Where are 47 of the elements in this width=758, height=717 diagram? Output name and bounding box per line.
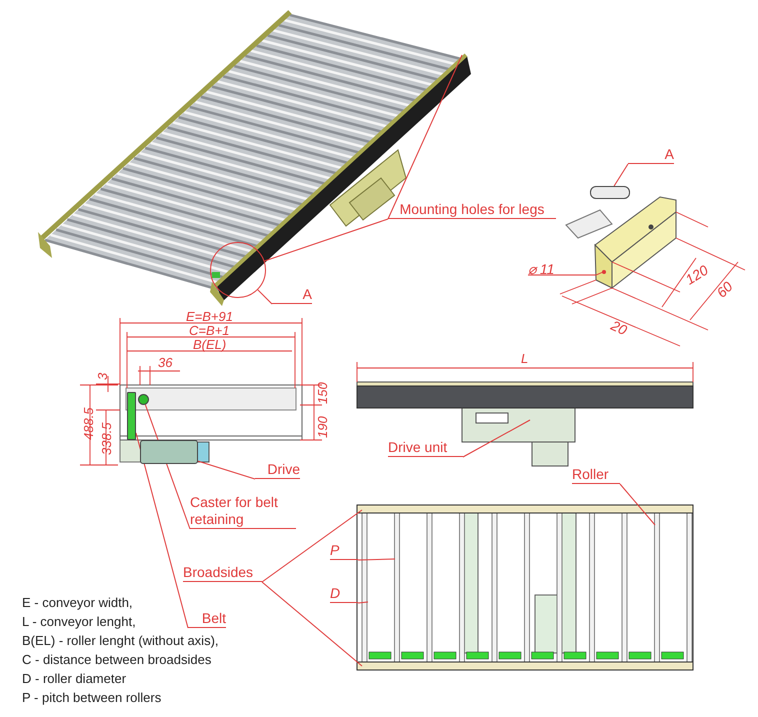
- dimension-label: 488.5: [82, 407, 95, 440]
- callout-label: Mounting holes for legs: [398, 201, 546, 218]
- callout-label: Drive: [266, 461, 300, 478]
- leader-line: [264, 218, 388, 262]
- leader-line: [388, 54, 462, 220]
- dimension-label: 338.5: [100, 422, 113, 455]
- belt: [127, 392, 136, 440]
- leader-line: [257, 289, 272, 304]
- dimension-label: 36: [158, 356, 172, 369]
- dimension-label: 150: [316, 382, 329, 404]
- leader-line: [614, 164, 628, 186]
- callout-label: Belt: [200, 610, 226, 627]
- callout-label: Roller: [572, 466, 610, 483]
- leader-line: [462, 420, 530, 458]
- dimension-label: L: [521, 352, 528, 365]
- callout-label: P: [330, 542, 340, 559]
- callout-label: A: [302, 286, 312, 303]
- leader-line: [262, 510, 362, 582]
- leader-line: [136, 432, 188, 628]
- dimension-label: 20: [609, 318, 630, 338]
- legend-note: E - conveyor width,: [22, 596, 133, 609]
- dimension-label: 120: [683, 262, 710, 287]
- callout-label: A: [664, 146, 674, 163]
- dimension-label: C=B+1: [189, 324, 230, 337]
- dimension-label: 190: [316, 416, 329, 438]
- leader-line: [198, 460, 256, 480]
- motor: [140, 440, 198, 464]
- legend-note: D - roller diameter: [22, 672, 126, 685]
- leader-line: [358, 602, 368, 604]
- legend-note: L - conveyor lenght,: [22, 615, 136, 628]
- dimension-label: B(EL): [193, 338, 226, 351]
- callout-label: Caster for belt retaining: [190, 494, 279, 528]
- leader-line: [358, 558, 396, 560]
- leader-line: [262, 582, 362, 666]
- dimension-label: 3: [96, 372, 109, 380]
- leader-line: [620, 484, 656, 526]
- callout-label: Broadsides: [183, 564, 254, 581]
- callout-label: D: [330, 585, 342, 602]
- callout-label: Drive unit: [388, 439, 448, 456]
- dimension-label: E=B+91: [186, 310, 233, 323]
- legend-note: P - pitch between rollers: [22, 691, 162, 704]
- legend-note: B(EL) - roller lenght (without axis),: [22, 634, 219, 647]
- roller: [590, 186, 630, 199]
- legend-note: C - distance between broadsides: [22, 653, 212, 666]
- dimension-label: 60: [714, 278, 735, 300]
- detail-circle: [210, 242, 266, 298]
- dimension-label: ⌀ 11: [528, 262, 554, 276]
